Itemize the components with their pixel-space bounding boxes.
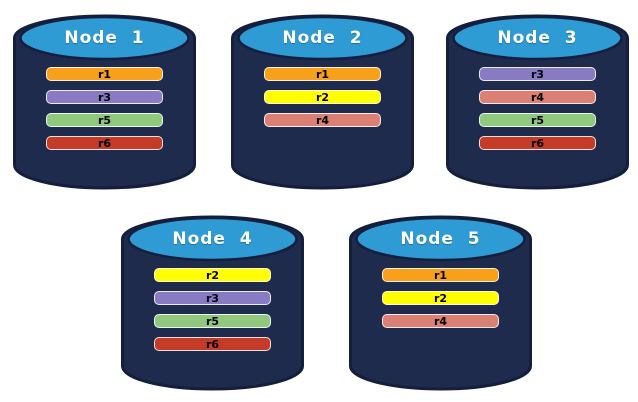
node-title: Node 4	[172, 229, 253, 249]
replica-bar: r3	[479, 67, 596, 81]
replica-list: r1 r2 r4	[264, 67, 381, 136]
replica-bar: r2	[382, 291, 499, 305]
replica-bar: r4	[479, 90, 596, 104]
replica-bar: r5	[46, 113, 163, 127]
replica-bar: r1	[264, 67, 381, 81]
replica-bar: r2	[154, 268, 271, 282]
node-4: Node 4 r2 r3 r5 r6	[119, 206, 306, 399]
replica-bar: r1	[46, 67, 163, 81]
replica-list: r2 r3 r5 r6	[154, 268, 271, 360]
replica-bar: r6	[154, 337, 271, 351]
cylinder-top	[19, 15, 190, 61]
replica-bar: r3	[46, 90, 163, 104]
cylinder-top	[452, 15, 623, 61]
cylinder-top	[237, 15, 408, 61]
node-5: Node 5 r1 r2 r4	[347, 206, 534, 399]
replica-bar: r4	[382, 314, 499, 328]
replica-list: r1 r2 r4	[382, 268, 499, 337]
replica-bar: r6	[46, 136, 163, 150]
replica-bar: r5	[479, 113, 596, 127]
replica-list: r3 r4 r5 r6	[479, 67, 596, 159]
node-1: Node 1 r1 r3 r5 r6	[11, 5, 198, 198]
node-title: Node 5	[400, 229, 481, 249]
cylinder-top	[127, 216, 298, 262]
replica-bar: r6	[479, 136, 596, 150]
node-title: Node 1	[64, 28, 145, 48]
replica-list: r1 r3 r5 r6	[46, 67, 163, 159]
replica-bar: r3	[154, 291, 271, 305]
cylinder-top	[355, 216, 526, 262]
replica-bar: r2	[264, 90, 381, 104]
replica-bar: r4	[264, 113, 381, 127]
node-title: Node 2	[282, 28, 363, 48]
replica-bar: r5	[154, 314, 271, 328]
node-2: Node 2 r1 r2 r4	[229, 5, 416, 198]
node-title: Node 3	[497, 28, 578, 48]
replica-bar: r1	[382, 268, 499, 282]
node-3: Node 3 r3 r4 r5 r6	[444, 5, 631, 198]
